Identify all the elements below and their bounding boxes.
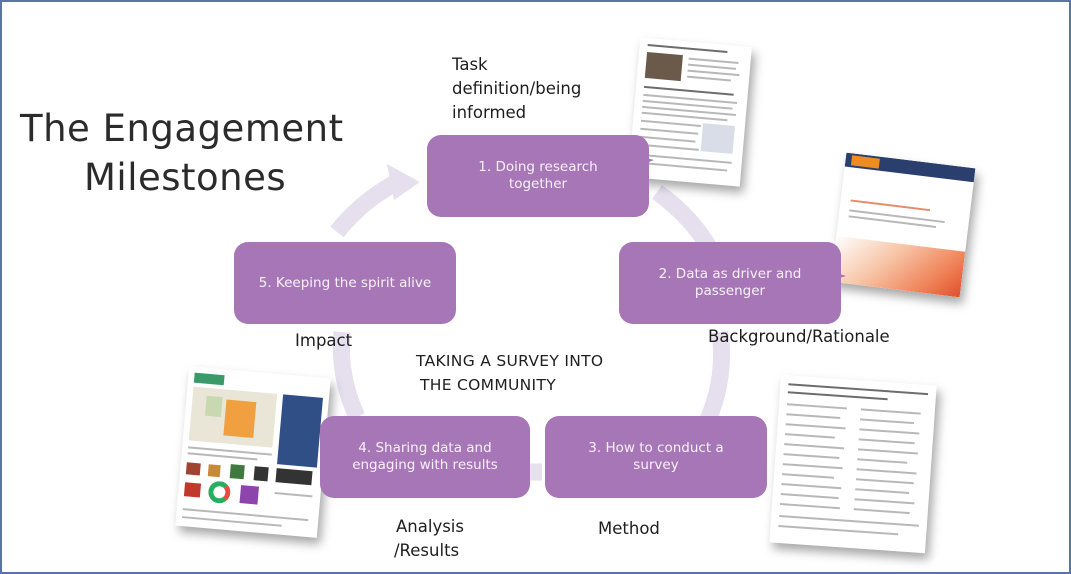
step-2-callout-tail	[814, 266, 846, 286]
label-impact: Impact	[295, 331, 353, 350]
center-text-line1: TAKING A SURVEY INTO	[416, 352, 604, 370]
label-task-line1: Task	[452, 55, 488, 74]
label-analysis-line1: Analysis	[396, 517, 464, 536]
label-task-line3: informed	[452, 103, 527, 122]
step-3-label-line1: 3. How to conduct a	[588, 440, 724, 456]
step-4-label-line2: engaging with results	[352, 457, 498, 473]
step-3-label-line2: survey	[633, 457, 679, 473]
step-4-label-line1: 4. Sharing data and	[358, 440, 492, 456]
ring-arc-4-5	[332, 331, 365, 421]
step-1-label-line2: together	[508, 176, 568, 192]
step-2-label-line1: 2. Data as driver and	[658, 266, 802, 282]
document-thumbnail-results	[175, 366, 331, 538]
step-1-label-line1: 1. Doing research	[478, 159, 598, 175]
step-5-label-line1: 5. Keeping the spirit alive	[258, 274, 432, 291]
ring-arrowhead	[387, 164, 420, 200]
ring-arc-2-3	[699, 330, 730, 426]
center-text-line2: THE COMMUNITY	[420, 376, 556, 394]
label-analysis-line2: /Results	[394, 541, 460, 560]
label-task-line2: definition/being	[452, 79, 582, 98]
slide-title-line2: Milestones	[84, 156, 287, 199]
ring-arc-5-1	[330, 174, 402, 238]
slide-title-line1: The Engagement	[20, 107, 344, 150]
label-background: Background/Rationale	[708, 327, 890, 346]
step-1-callout-tail	[624, 152, 654, 172]
step-2-label-line2: passenger	[694, 283, 766, 299]
step-5-box: 5. Keeping the spirit alive	[234, 242, 456, 324]
document-thumbnail-report	[830, 152, 976, 298]
label-method: Method	[598, 519, 660, 538]
document-thumbnail-survey	[769, 374, 937, 554]
